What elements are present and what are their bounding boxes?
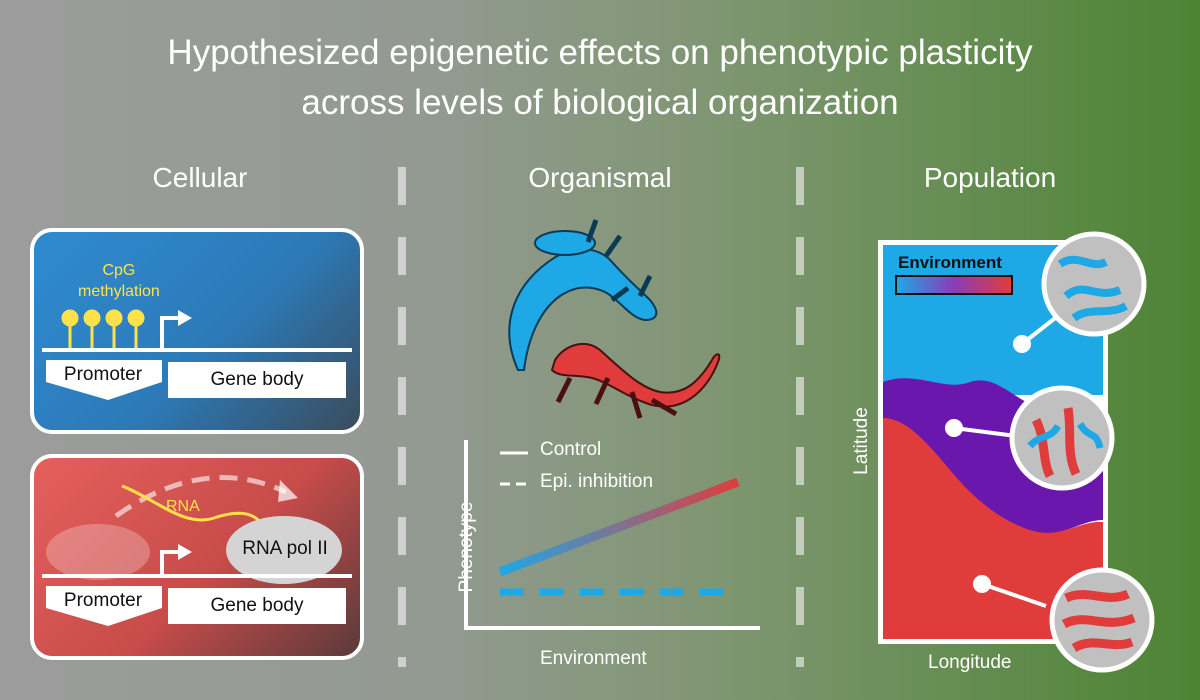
- rna-arrowhead: [278, 480, 298, 502]
- cpg-label-line-2: methylation: [78, 283, 160, 300]
- map-red-zone: [883, 418, 1103, 639]
- section-divider-left: [398, 167, 406, 667]
- env-legend-title: Environment: [898, 253, 1002, 272]
- cpg-label-line-1: CpG: [102, 262, 136, 279]
- tss-arrowhead-bottom: [178, 544, 192, 560]
- tss-arrowhead: [178, 310, 192, 326]
- promoter-label-bottom: Promoter: [63, 590, 143, 611]
- zoom-circle-red: [1049, 567, 1155, 673]
- rna-dashed-arrow: [114, 475, 288, 519]
- rna-strand: [121, 484, 268, 537]
- map-x-label: Longitude: [928, 652, 1012, 673]
- section-heading-organismal: Organismal: [528, 162, 672, 193]
- figure-title: Hypothesized epigenetic effects on pheno…: [0, 28, 1200, 128]
- control-reaction-line: [498, 477, 740, 577]
- env-legend-bar: [895, 275, 1013, 295]
- rna-pol-blob: [226, 516, 342, 584]
- methylation-panel: CpG methylation Promoter Gene body: [30, 228, 364, 434]
- promoter-box: [46, 360, 162, 400]
- legend-control-label: Control: [540, 439, 602, 460]
- section-heading-cellular: Cellular: [152, 162, 248, 193]
- rna-pol-label: RNA pol II: [242, 538, 328, 559]
- cpg-methylation-label: CpG methylation: [78, 260, 160, 302]
- zoom-circle-mixed: [1009, 385, 1115, 491]
- rna-label: RNA: [166, 498, 200, 515]
- rna-panel: RNA RNA pol II Promoter Gene body: [30, 454, 364, 660]
- map-y-label: Latitude: [851, 407, 872, 475]
- chromatin-blob: [46, 524, 150, 580]
- gene-body-label-bottom: Gene body: [168, 588, 346, 624]
- promoter-box-bottom: [46, 586, 162, 626]
- title-line-2: across levels of biological organization: [301, 83, 899, 122]
- methyl-lollipops: [61, 309, 145, 348]
- methylation-schematic: [42, 309, 352, 400]
- tss-arrow: [160, 316, 180, 348]
- rna-schematic: [42, 475, 352, 626]
- gene-body-label-top: Gene body: [168, 362, 346, 398]
- zoom-circle-blue: [1041, 231, 1147, 337]
- plot-x-label: Environment: [540, 648, 647, 669]
- tss-arrow-bottom: [160, 550, 180, 574]
- section-divider-right: [796, 167, 804, 667]
- section-heading-population: Population: [923, 162, 1057, 193]
- title-line-1: Hypothesized epigenetic effects on pheno…: [167, 33, 1033, 72]
- promoter-label-top: Promoter: [63, 364, 143, 385]
- legend-epi-label: Epi. inhibition: [540, 471, 654, 492]
